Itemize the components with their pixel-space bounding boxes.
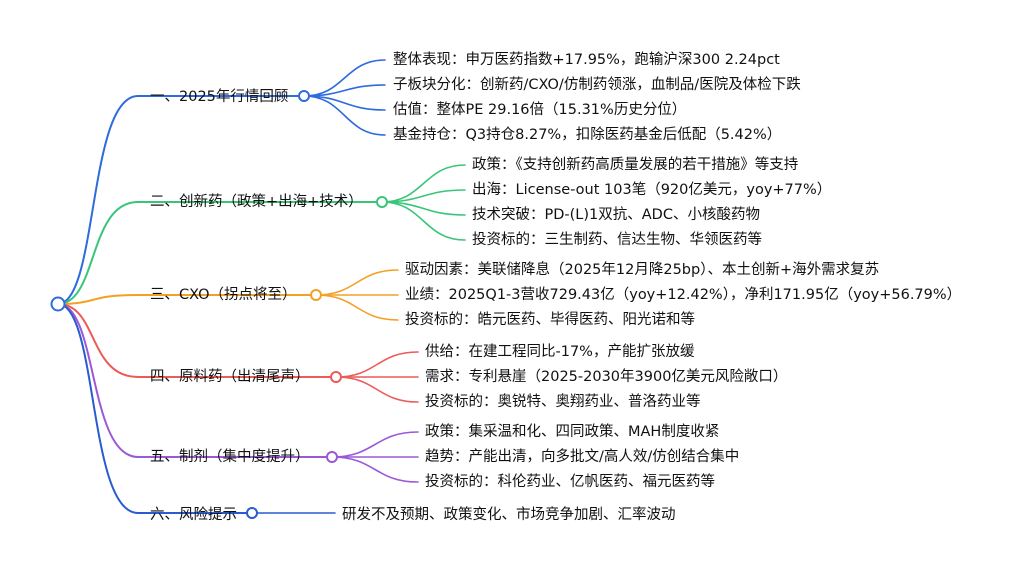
- leaf-connector-3-1: [315, 269, 399, 296]
- branch-node-6[interactable]: [246, 507, 258, 519]
- leaf-1-4: 基金持仓：Q3持仓8.27%，扣除医药基金后低配（5.42%）: [393, 127, 782, 143]
- leaf-3-2: 业绩：2025Q1-3营收729.43亿（yoy+12.42%），净利171.9…: [405, 287, 962, 303]
- leaf-3-1: 驱动因素：美联储降息（2025年12月降25bp）、本土创新+海外需求复苏: [405, 262, 880, 278]
- branch-connector-4: [57, 303, 337, 378]
- leaf-connector-2-1: [381, 164, 466, 203]
- branch-connector-6: [57, 303, 253, 514]
- branch-label-5[interactable]: 五、制剂（集中度提升）: [150, 449, 310, 465]
- branch-label-3[interactable]: 三、CXO（拐点将至）: [150, 287, 297, 303]
- leaf-connector-5-1: [331, 431, 419, 458]
- leaf-connector-2-4: [381, 201, 466, 241]
- leaf-1-3: 估值：整体PE 29.16倍（15.31%历史分位）: [393, 102, 687, 118]
- leaf-5-3: 投资标的：科伦药业、亿帆医药、福元医药等: [425, 474, 715, 490]
- leaf-4-1: 供给：在建工程同比-17%，产能扩张放缓: [425, 344, 695, 360]
- leaf-3-3: 投资标的：皓元医药、毕得医药、阳光诺和等: [405, 312, 695, 328]
- leaf-4-3: 投资标的：奥锐特、奥翔药业、普洛药业等: [425, 394, 701, 410]
- leaf-connector-1-1: [303, 59, 386, 97]
- leaf-connector-3-3: [315, 294, 399, 321]
- branch-node-4[interactable]: [330, 371, 342, 383]
- branch-label-4[interactable]: 四、原料药（出清尾声）: [150, 369, 310, 385]
- branch-node-2[interactable]: [376, 196, 388, 208]
- leaf-2-4: 投资标的：三生制药、信达生物、华领医药等: [472, 232, 762, 248]
- branch-node-1[interactable]: [298, 90, 310, 102]
- leaf-connector-1-4: [303, 95, 386, 136]
- branch-connector-3: [57, 294, 317, 305]
- branch-connector-5: [57, 303, 333, 458]
- branch-label-1[interactable]: 一、2025年行情回顾: [150, 89, 289, 105]
- leaf-6-1: 研发不及预期、政策变化、市场竞争加剧、汇率波动: [342, 507, 676, 523]
- leaf-5-2: 趋势：产能出清，向多批文/高人效/仿创结合集中: [425, 449, 740, 465]
- branch-label-6[interactable]: 六、风险提示: [150, 507, 237, 523]
- leaf-1-1: 整体表现：申万医药指数+17.95%，跑输沪深300 2.24pct: [393, 52, 780, 68]
- branch-label-2[interactable]: 二、创新药（政策+出海+技术）: [150, 194, 363, 210]
- leaf-2-2: 出海：License-out 103笔（920亿美元，yoy+77%）: [472, 182, 832, 198]
- branch-node-5[interactable]: [326, 451, 338, 463]
- leaf-connector-4-1: [335, 351, 419, 378]
- leaf-5-1: 政策：集采温和化、四同政策、MAH制度收紧: [425, 424, 720, 440]
- leaf-2-1: 政策：《支持创新药高质量发展的若干措施》等支持: [472, 157, 799, 173]
- leaf-4-2: 需求：专利悬崖（2025-2030年3900亿美元风险敞口）: [425, 369, 788, 385]
- leaf-1-2: 子板块分化：创新药/CXO/仿制药领涨，血制品/医院及体检下跌: [393, 77, 801, 93]
- leaf-connector-4-3: [335, 376, 419, 403]
- branch-connector-2: [57, 201, 383, 305]
- root-node[interactable]: [50, 296, 66, 312]
- leaf-2-3: 技术突破：PD-(L)1双抗、ADC、小核酸药物: [472, 207, 760, 223]
- leaf-connector-5-3: [331, 456, 419, 483]
- branch-connector-1: [57, 95, 305, 305]
- branch-node-3[interactable]: [310, 289, 322, 301]
